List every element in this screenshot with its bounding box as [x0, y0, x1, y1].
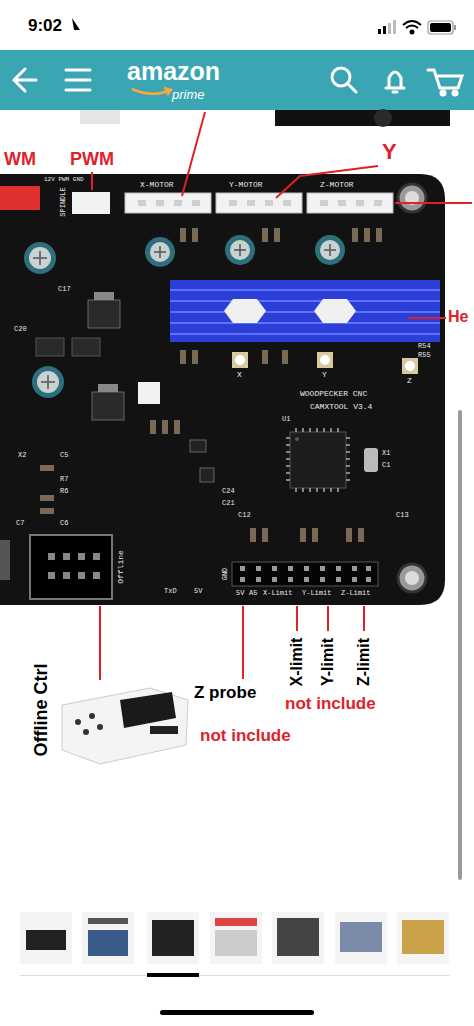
ic-small	[190, 440, 206, 452]
pin-label: A5	[249, 590, 257, 598]
connector-pins	[138, 200, 382, 206]
designator: C6	[60, 520, 68, 528]
designator: C1	[382, 462, 390, 470]
app-header	[0, 50, 474, 110]
store-logo: amazon	[127, 58, 220, 86]
callout-label: Z probe	[194, 684, 256, 703]
pin-label: TxD	[164, 588, 177, 596]
callout-text: He	[448, 308, 468, 326]
callout-text: Y	[382, 140, 397, 164]
callout-text: WM	[4, 150, 36, 170]
designator: C17	[58, 286, 71, 294]
leader-line	[92, 112, 472, 680]
callout-label: X-limit	[288, 638, 306, 687]
pin-label: 5V	[236, 590, 244, 598]
mosfet-symbol	[36, 292, 124, 420]
battery-icon	[428, 21, 456, 34]
designator: U1	[282, 416, 290, 424]
mounting-hole	[398, 184, 426, 212]
designator: C7	[16, 520, 24, 528]
home-indicator	[160, 1010, 314, 1015]
connector-label: X-MOTOR	[140, 181, 174, 190]
pot-label: Z	[407, 377, 412, 386]
board-name: WOODPECKER CNC	[300, 390, 367, 399]
signal-icon	[378, 20, 396, 34]
stepper-motor-fragment	[275, 110, 450, 126]
designator: R54	[418, 343, 431, 351]
pin-label: Y-Limit	[302, 590, 331, 598]
designator: C13	[396, 512, 409, 520]
wifi-icon	[403, 21, 421, 34]
button	[0, 540, 10, 580]
part-fragment	[80, 110, 120, 124]
pcb-board	[0, 174, 445, 605]
spindle-connector	[72, 192, 110, 214]
mounting-hole	[398, 564, 426, 592]
amazon-smile	[132, 88, 171, 95]
silkscreen-label: 12V PWM GND	[44, 177, 84, 184]
designator: C24	[222, 488, 235, 496]
connector-label: Y-MOTOR	[229, 181, 263, 190]
scrollbar	[458, 410, 462, 880]
power-connector	[0, 186, 40, 210]
mounting-hole-center	[405, 571, 419, 585]
ic-small	[200, 468, 214, 482]
header-icons	[14, 68, 462, 95]
designator: C12	[238, 512, 251, 520]
callout-text: PWM	[70, 150, 114, 170]
designator: R6	[60, 488, 68, 496]
x-motor-connector	[125, 193, 211, 213]
pin-label: GND	[222, 568, 230, 581]
smd-parts	[40, 228, 382, 542]
designator: X1	[382, 450, 390, 458]
small-connector	[138, 382, 160, 404]
y-motor-connector	[216, 193, 302, 213]
pot-label: Y	[322, 371, 327, 380]
designator: C5	[60, 452, 68, 460]
clock: 9:02	[28, 17, 62, 36]
offline-header	[30, 535, 112, 599]
heatsink	[170, 280, 440, 342]
board-version: CAMXTOOL V3.4	[310, 403, 372, 412]
motor-shaft	[374, 109, 392, 127]
mcu-chip	[286, 428, 350, 492]
pin-label: X-Limit	[263, 590, 292, 598]
designator: R55	[418, 352, 431, 360]
designator: C20	[14, 326, 27, 334]
location-icon	[72, 18, 80, 30]
pin-header	[232, 562, 378, 586]
z-motor-connector	[307, 193, 393, 213]
designator: R7	[60, 476, 68, 484]
pin-label: Z-Limit	[341, 590, 370, 598]
callout-label: Y-limit	[319, 638, 337, 686]
callout-label: Offline Ctrl	[32, 664, 52, 757]
crystal	[364, 448, 378, 472]
thumbnail-strip	[20, 912, 450, 977]
pin-label: 5V	[194, 588, 202, 596]
prime-badge: prime	[172, 88, 205, 102]
note: not include	[285, 695, 376, 714]
header-label: Offline	[117, 550, 126, 584]
callout-label: Z-limit	[355, 638, 373, 686]
note: not include	[200, 727, 291, 746]
connector-label: Z-MOTOR	[320, 181, 354, 190]
designator: C21	[222, 500, 235, 508]
pot-label: X	[237, 371, 242, 380]
silkscreen-label: SPINDLE	[60, 187, 68, 216]
designator: X2	[18, 452, 26, 460]
offline-controller	[62, 688, 188, 764]
